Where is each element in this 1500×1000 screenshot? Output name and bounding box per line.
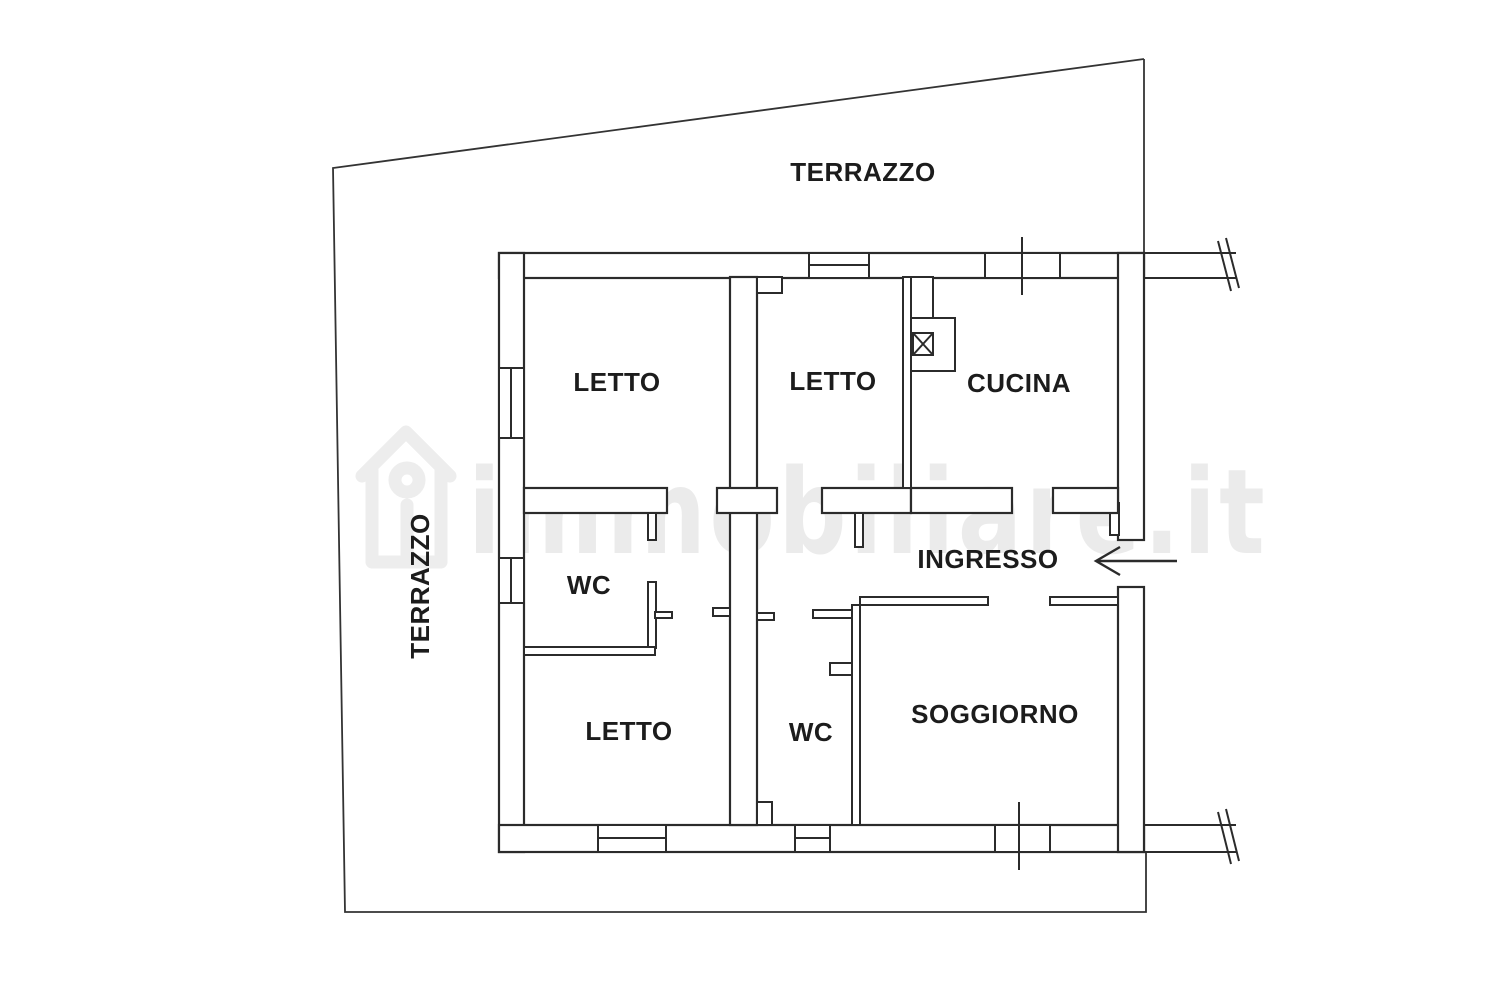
room-label-wc-lower: WC (789, 717, 833, 747)
wc2-right-wall (851, 604, 861, 826)
window-symbol-bottom-wc2 (794, 824, 831, 853)
room-label-bedroom-top-middle: LETTO (789, 366, 876, 396)
wall-left (497, 251, 526, 854)
terrace-label-top: TERRAZZO (790, 157, 936, 187)
corridor-jamb-2 (854, 512, 864, 548)
entrance-arrow-icon (1093, 545, 1177, 577)
wall-break-icon-top (1217, 237, 1240, 292)
corridor-wall-2 (820, 486, 913, 515)
room-label-wc-upper: WC (567, 570, 611, 600)
room-label-living: SOGGIORNO (911, 699, 1079, 729)
living-top-wall-right (1049, 596, 1119, 606)
wc2-door-jamb-left (756, 612, 775, 621)
corridor-wall-3 (909, 486, 1014, 515)
window-symbol-bottom-living (994, 802, 1051, 870)
room-label-entrance: INGRESSO (917, 544, 1058, 574)
bedroom3-door-jamb (712, 607, 731, 617)
terrace-boundary (332, 58, 1147, 913)
kitchen-pilaster (910, 276, 934, 319)
wall-break-icon-bottom (1217, 808, 1240, 865)
bedroom2-notch (756, 276, 783, 294)
window-symbol-bottom-bedroom3 (597, 824, 667, 853)
window-symbol-top-kitchen (984, 237, 1061, 295)
interior-walls (522, 275, 1120, 827)
wc1-door-jamb (654, 611, 673, 619)
wall-right-upper (1116, 251, 1146, 542)
room-label-bedroom-bottom: LETTO (585, 716, 672, 746)
wc2-inner-stub (829, 662, 853, 676)
wall-spine (728, 275, 759, 827)
window-symbol-top-bedroom2 (808, 252, 870, 279)
corridor-jamb-1 (647, 512, 657, 541)
wc2-bottom-notch (756, 801, 773, 826)
wall-spine-cross (715, 486, 779, 515)
wc1-bottom-wall (523, 646, 656, 656)
wc2-door-jamb-right (812, 609, 853, 619)
terrace-label-left: TERRAZZO (405, 513, 435, 659)
watermark-house-icon (355, 425, 457, 569)
window-symbol-left-wc1 (498, 557, 525, 604)
room-label-bedroom-top-left: LETTO (573, 367, 660, 397)
room-label-kitchen: CUCINA (967, 368, 1071, 398)
living-top-wall-left (859, 596, 989, 606)
wall-right-lower (1116, 585, 1146, 854)
window-symbol-left-bedroom1 (498, 367, 525, 439)
corridor-wall-1 (522, 486, 669, 515)
room-labels: TERRAZZO TERRAZZO LETTO LETTO CUCINA WC … (405, 157, 1079, 747)
kitchen-partition (902, 276, 912, 489)
window-symbols (498, 237, 1061, 870)
flue-icon (912, 332, 934, 356)
corridor-wall-4 (1051, 486, 1120, 515)
